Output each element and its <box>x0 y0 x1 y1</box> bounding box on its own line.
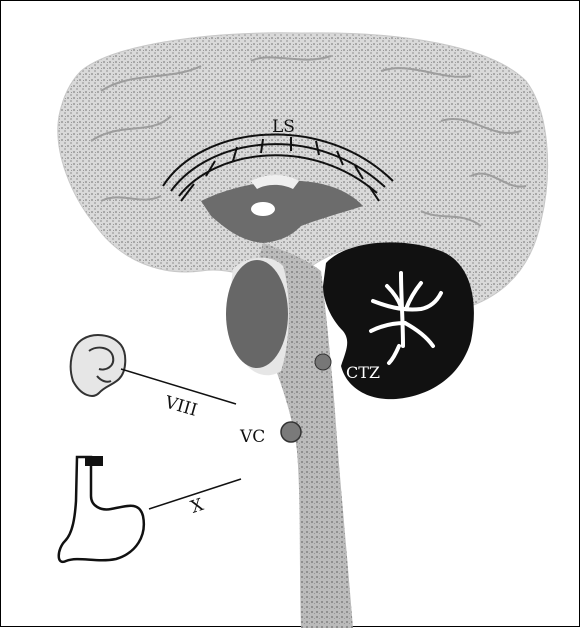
ls-label: LS <box>272 117 295 137</box>
vc-nucleus <box>281 422 301 442</box>
stomach-icon <box>59 456 144 562</box>
ctz-nucleus <box>315 354 331 370</box>
ctz-label: CTZ <box>346 363 380 382</box>
vc-label: VC <box>239 427 265 447</box>
ear-icon <box>71 335 126 396</box>
ventricle-opening <box>251 202 275 216</box>
nerve-viii-label: VIII <box>162 392 200 420</box>
hypothalamus-oval <box>226 260 288 368</box>
nerve-x-label: X <box>188 495 207 518</box>
